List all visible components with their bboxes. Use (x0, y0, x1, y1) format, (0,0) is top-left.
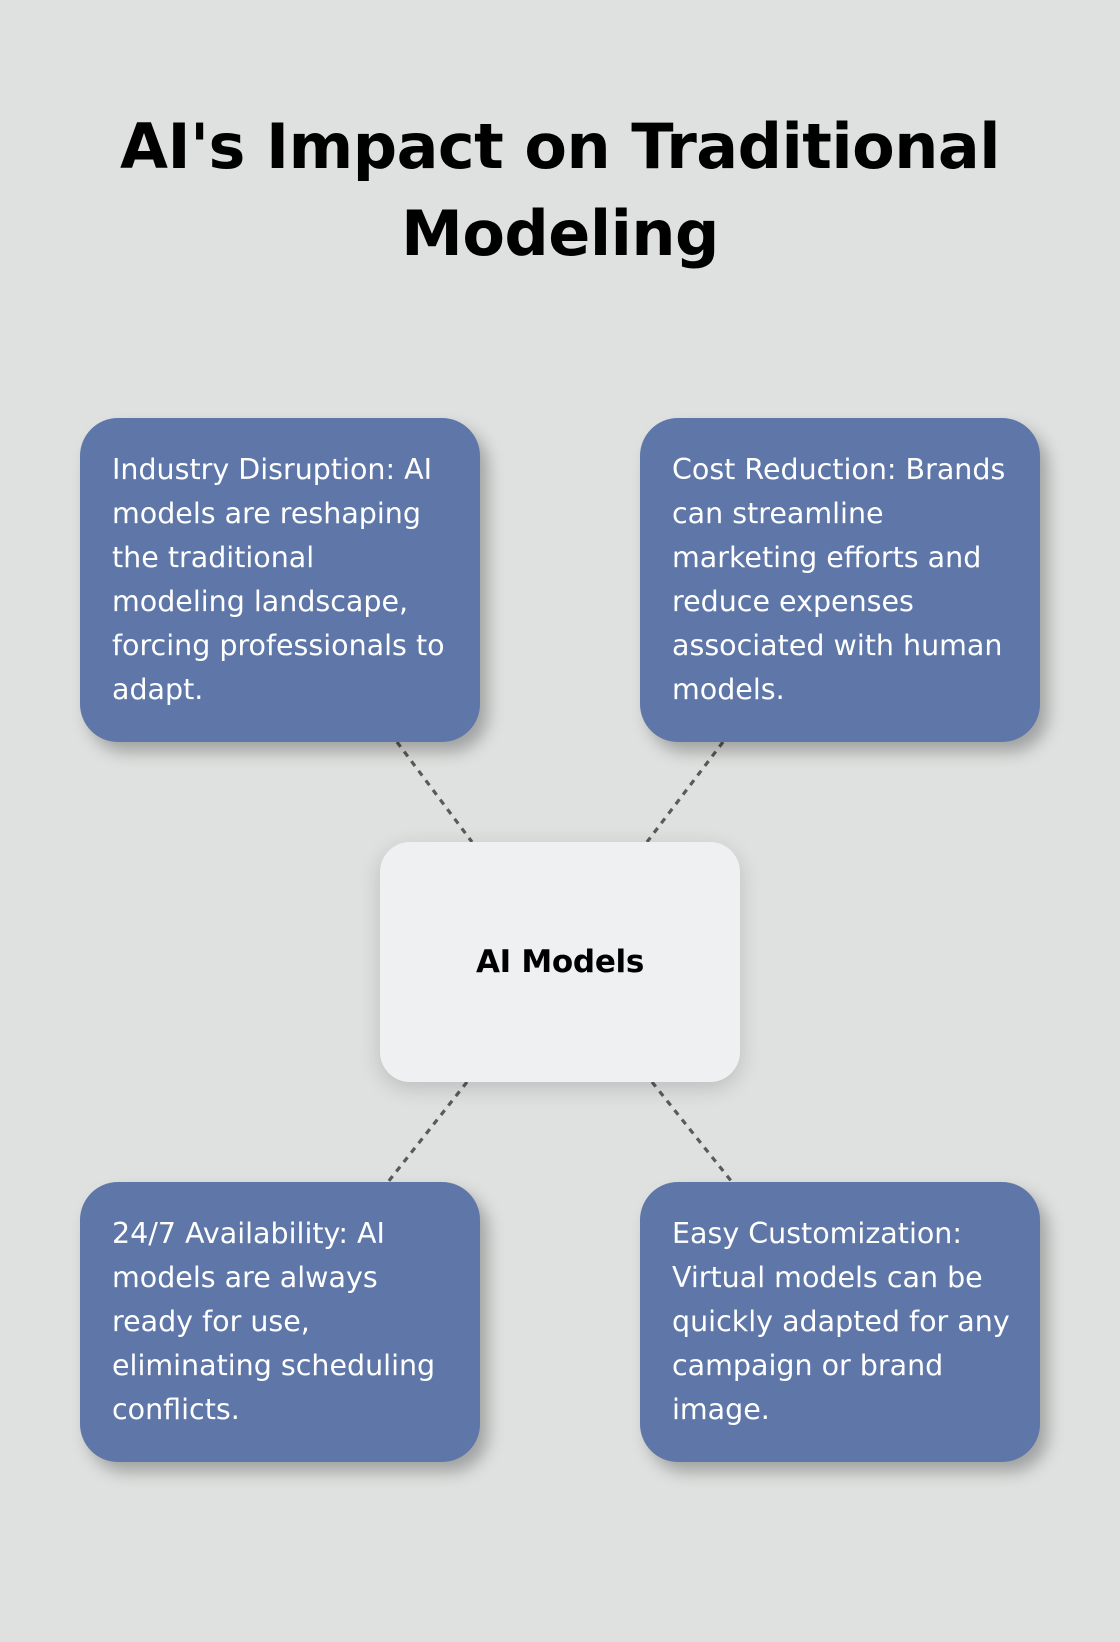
center-node: AI Models (380, 842, 740, 1082)
node-text: 24/7 Availability: AI models are always … (112, 1217, 436, 1426)
connector-bottom-right (650, 1081, 734, 1183)
node-text: Cost Reduction: Brands can streamline ma… (672, 453, 1006, 706)
connector-top-right (645, 741, 725, 843)
title-line-2: Modeling (401, 197, 719, 270)
connector-top-left (395, 741, 474, 843)
node-availability: 24/7 Availability: AI models are always … (80, 1182, 480, 1462)
node-text: Easy Customization: Virtual models can b… (672, 1217, 1010, 1426)
node-cost-reduction: Cost Reduction: Brands can streamline ma… (640, 418, 1040, 742)
title-line-1: AI's Impact on Traditional (120, 110, 1000, 183)
node-easy-customization: Easy Customization: Virtual models can b… (640, 1182, 1040, 1462)
diagram-title: AI's Impact on Traditional Modeling (0, 103, 1120, 277)
connector-bottom-left (386, 1081, 469, 1183)
node-text: Industry Disruption: AI models are resha… (112, 453, 445, 706)
center-node-label: AI Models (475, 944, 645, 980)
node-industry-disruption: Industry Disruption: AI models are resha… (80, 418, 480, 742)
